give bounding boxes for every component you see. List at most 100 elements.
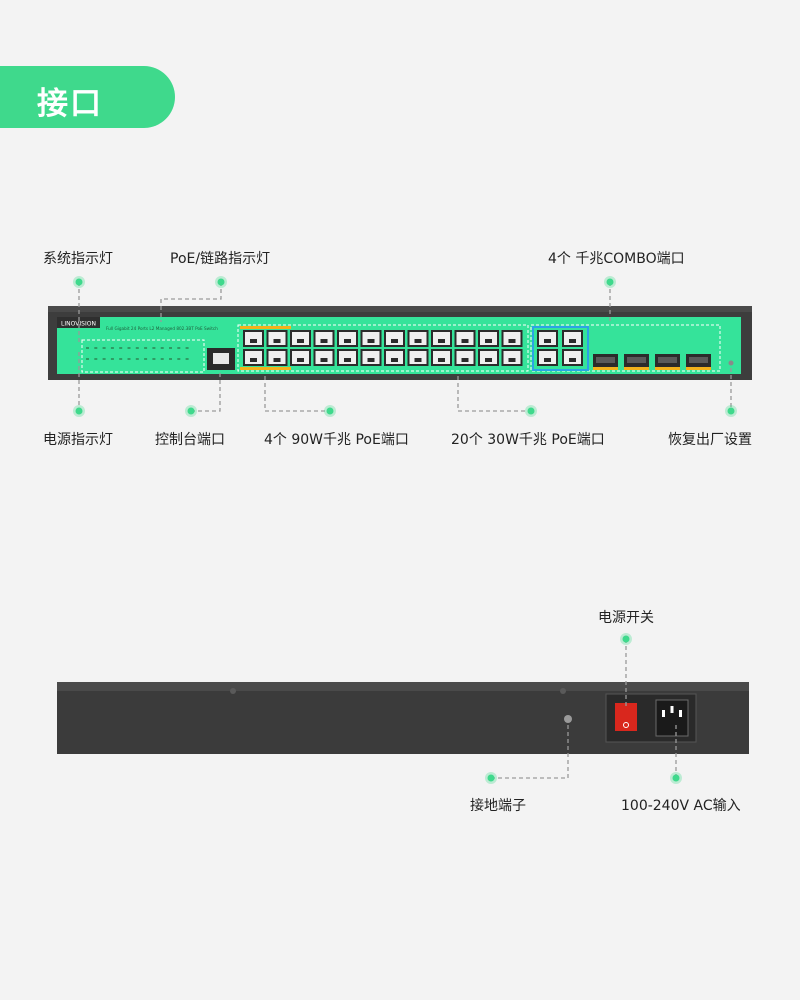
rj45-port-15-socket <box>409 332 427 345</box>
led-20 <box>135 358 139 360</box>
callout-dots <box>73 276 737 784</box>
callout-line-poe90 <box>264 376 330 412</box>
rj45-port-12-latch <box>367 358 375 362</box>
rj45-port-9-latch <box>344 339 351 343</box>
led-22 <box>152 358 156 360</box>
combo-rj45-port-1-latch <box>544 339 551 343</box>
ac-inlet <box>655 699 689 737</box>
callout-dot-poe90 <box>324 405 336 417</box>
rj45-ports <box>243 330 523 366</box>
poe90-marker-bottom <box>240 367 291 370</box>
led-grid <box>86 347 189 360</box>
rj45-port-3-socket <box>268 332 286 345</box>
led-1 <box>86 347 89 349</box>
sfp-port-3-slot <box>658 357 677 363</box>
sfp-ports <box>593 354 711 370</box>
callout-dot-ground <box>485 772 497 784</box>
rj45-port-6-latch <box>297 358 304 362</box>
combo-rj45-port-4-latch <box>569 358 576 362</box>
ac-pin-right <box>679 710 682 717</box>
label-power-led: 电源指示灯 <box>43 432 113 448</box>
led-26 <box>185 358 189 360</box>
callout-dot-power-switch <box>620 633 632 645</box>
rj45-port-22 <box>478 349 499 366</box>
rj45-port-18-latch <box>438 358 445 362</box>
rj45-port-14-latch <box>391 358 398 362</box>
callout-dot-poe-link-led <box>215 276 227 288</box>
led-2 <box>94 347 98 349</box>
rj45-port-13 <box>384 330 405 347</box>
label-power-switch: 电源开关 <box>598 610 654 626</box>
rj45-port-5-latch <box>297 339 304 343</box>
rj45-port-18 <box>431 349 452 366</box>
combo-rj45-port-4 <box>562 349 583 366</box>
combo-rj45-port-3 <box>562 330 583 347</box>
combo-rj45-port-4-socket <box>564 351 581 364</box>
rj45-port-10-latch <box>344 358 351 362</box>
rj45-port-12-socket <box>362 351 380 364</box>
callout-dot-power-led <box>73 405 85 417</box>
rj45-port-8-latch <box>320 358 328 362</box>
rj45-port-16-socket <box>409 351 427 364</box>
label-console-port: 控制台端口 <box>155 432 225 448</box>
led-8 <box>144 347 148 349</box>
rj45-port-23 <box>501 330 523 347</box>
callout-dot-ac-input <box>670 772 682 784</box>
rj45-port-22-socket <box>480 351 497 364</box>
led-5 <box>119 347 123 349</box>
callout-dot-combo <box>604 276 616 288</box>
rj45-port-11-socket <box>362 332 380 345</box>
combo-rj45-port-2-latch <box>544 358 551 362</box>
rj45-port-21-latch <box>485 339 492 343</box>
sfp-port-2-marker <box>624 367 649 370</box>
combo-rj45-port-1-socket <box>539 332 556 345</box>
combo-rj45-port-3-socket <box>564 332 581 345</box>
rj45-port-4-latch <box>273 358 281 362</box>
led-3 <box>102 347 106 349</box>
rj45-port-3 <box>266 330 288 347</box>
rj45-port-18-socket <box>433 351 450 364</box>
rj45-port-22-latch <box>485 358 492 362</box>
rj45-port-20-socket <box>456 351 474 364</box>
led-16 <box>102 358 106 360</box>
rj45-port-24-latch <box>508 358 516 362</box>
sfp-port-1 <box>593 354 618 370</box>
led-7 <box>135 347 139 349</box>
rj45-port-1-socket <box>245 332 262 345</box>
rj45-port-24-socket <box>503 351 521 364</box>
sfp-port-3 <box>655 354 680 370</box>
label-poe-link-led: PoE/链路指示灯 <box>170 251 271 267</box>
led-13 <box>185 347 189 349</box>
combo-rj45-frame <box>532 326 589 371</box>
led-11 <box>169 347 172 349</box>
rj45-port-9 <box>337 330 358 347</box>
rj45-port-7-socket <box>315 332 333 345</box>
callout-line-poe-link-led <box>160 282 222 322</box>
label-factory-reset: 恢复出厂设置 <box>668 432 752 448</box>
rj45-port-7 <box>313 330 335 347</box>
combo-rj45-port-1 <box>537 330 558 347</box>
section-title: 接口 <box>37 86 103 122</box>
label-system-led: 系统指示灯 <box>43 251 113 267</box>
led-4 <box>110 347 114 349</box>
rear-chassis <box>57 682 749 754</box>
ground-terminal <box>564 715 572 723</box>
rj45-port-5 <box>290 330 311 347</box>
rj45-port-2-socket <box>245 351 262 364</box>
led-24 <box>169 358 172 360</box>
sfp-port-4-slot <box>689 357 708 363</box>
led-25 <box>177 358 181 360</box>
callout-line-ground <box>491 722 569 779</box>
callout-dot-system-led <box>73 276 85 288</box>
rj45-port-17 <box>431 330 452 347</box>
led-14 <box>86 358 89 360</box>
led-10 <box>160 347 164 349</box>
rj45-port-2-latch <box>250 358 257 362</box>
callout-dot-poe30 <box>525 405 537 417</box>
led-12 <box>177 347 181 349</box>
rj45-port-16 <box>407 349 429 366</box>
rj45-port-11-latch <box>367 339 375 343</box>
rj45-area-frame <box>237 324 529 372</box>
rj45-port-19-latch <box>461 339 469 343</box>
callout-line-poe30 <box>457 376 531 412</box>
